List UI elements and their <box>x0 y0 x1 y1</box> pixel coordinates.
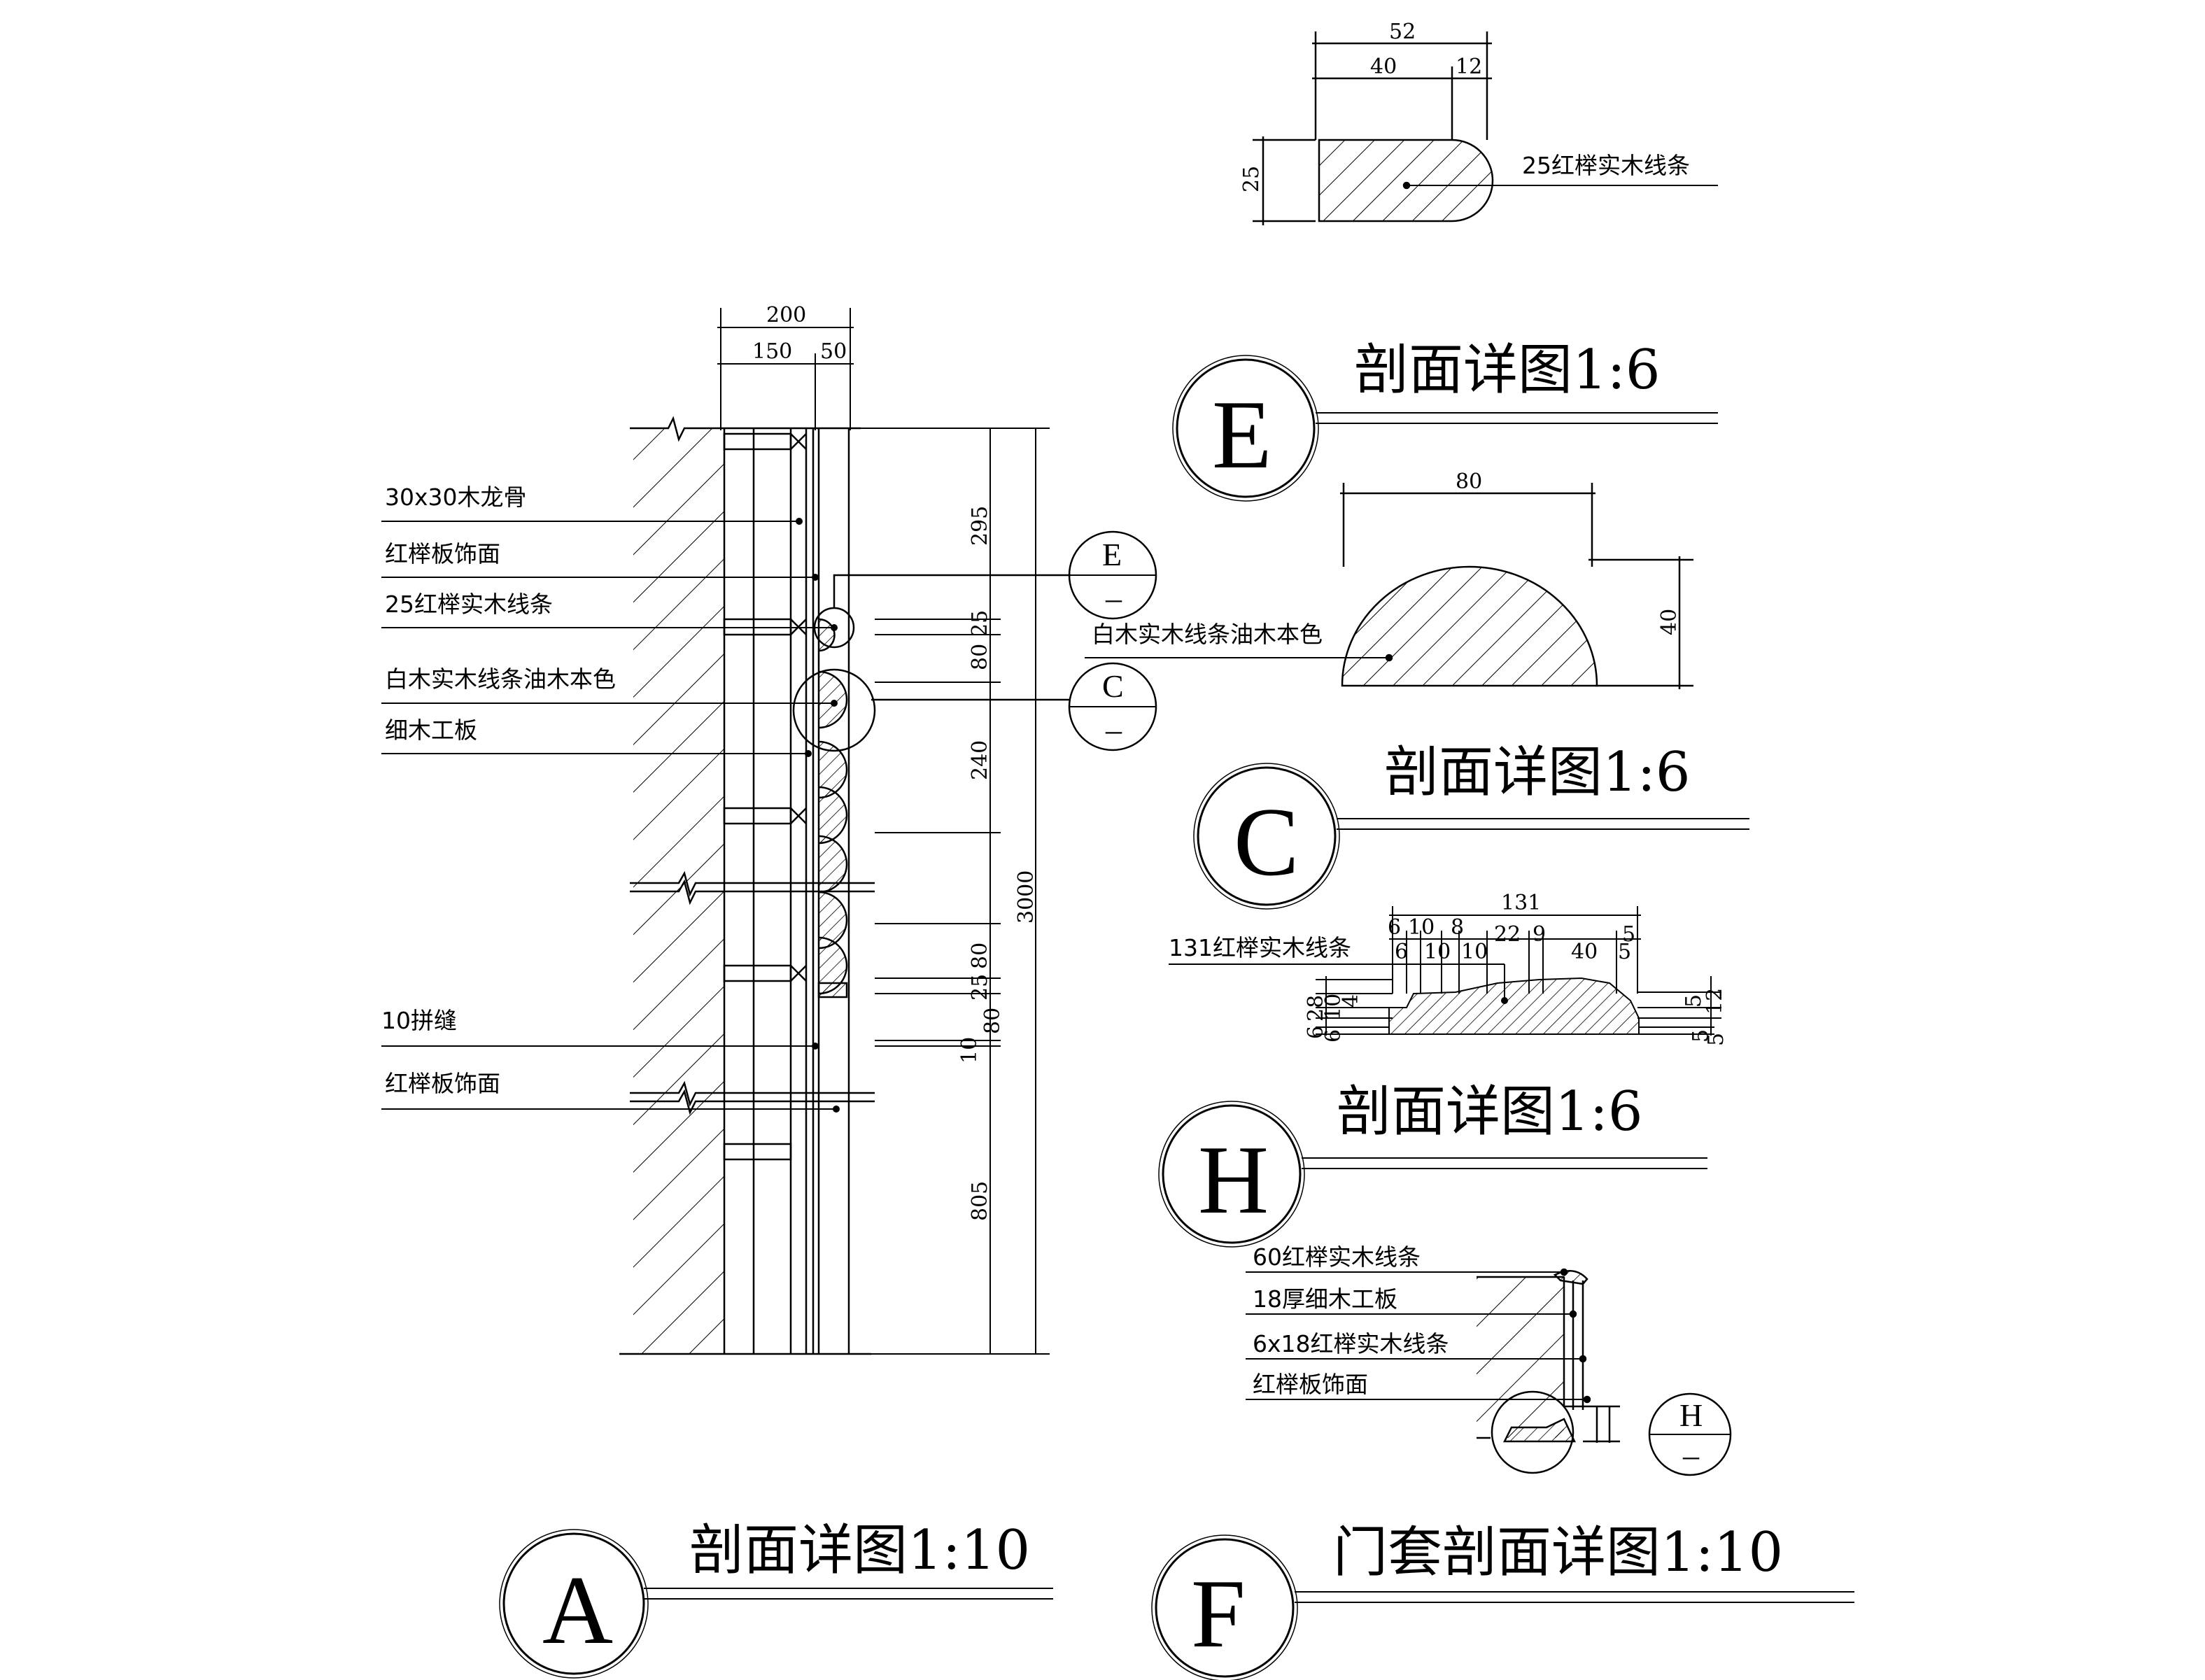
svg-text:12: 12 <box>1703 988 1727 1015</box>
label-c-white-trim: 白木实木线条油木本色 <box>1092 621 1323 648</box>
svg-text:12: 12 <box>1456 55 1482 79</box>
svg-text:C: C <box>1234 788 1299 896</box>
svg-text:–: – <box>1682 1437 1700 1473</box>
svg-text:9: 9 <box>1533 922 1546 947</box>
section-h-top-dims: 131 6 10 8 6 10 10 22 9 40 5 5 <box>1388 891 1635 964</box>
svg-text:25: 25 <box>968 974 992 1001</box>
svg-text:80: 80 <box>980 1008 1005 1034</box>
svg-text:22: 22 <box>1494 922 1521 947</box>
svg-text:10: 10 <box>1461 940 1488 964</box>
section-a-title-block: A 剖面详图1:10 <box>499 1519 1053 1679</box>
svg-text:5: 5 <box>1682 994 1706 1008</box>
svg-text:80: 80 <box>968 644 992 670</box>
svg-text:40: 40 <box>1657 609 1682 635</box>
svg-text:50: 50 <box>820 339 847 364</box>
svg-text:E: E <box>1102 537 1122 572</box>
svg-text:40: 40 <box>1571 940 1598 964</box>
section-a-labels <box>381 518 840 1113</box>
section-a-drawing <box>619 416 1071 1355</box>
label-f-trim-60: 60红榉实木线条 <box>1253 1243 1421 1271</box>
section-h-drawing <box>1169 906 1721 1036</box>
label-white-trim: 白木实木线条油木本色 <box>385 665 616 693</box>
section-e-drawing <box>1253 31 1718 225</box>
label-joint: 10拼缝 <box>381 1007 457 1034</box>
label-h-trim: 131红榉实木线条 <box>1169 934 1351 961</box>
svg-text:52: 52 <box>1389 20 1416 44</box>
label-f-blockboard: 18厚细木工板 <box>1253 1285 1397 1313</box>
svg-text:295: 295 <box>968 506 992 546</box>
callout-c-marker: C – <box>1068 662 1157 751</box>
label-keel: 30x30木龙骨 <box>385 483 527 511</box>
svg-text:5: 5 <box>1622 922 1635 947</box>
svg-text:10: 10 <box>1424 940 1451 964</box>
svg-text:5: 5 <box>1704 1033 1728 1046</box>
callout-h-marker: H – <box>1648 1392 1732 1476</box>
label-trim-25: 25红榉实木线条 <box>385 591 553 618</box>
svg-text:剖面详图1:6: 剖面详图1:6 <box>1384 741 1691 804</box>
section-a-top-dims: 200 150 50 <box>752 303 847 364</box>
section-h-title-block: H 剖面详图1:6 <box>1158 1080 1707 1248</box>
section-a-right-dims: 295 25 80 240 80 25 80 10 805 3000 <box>957 506 1038 1221</box>
svg-text:E: E <box>1212 381 1272 489</box>
svg-text:25: 25 <box>1239 166 1264 192</box>
section-c-title-block: C 剖面详图1:6 <box>1193 741 1749 910</box>
label-f-trim-6x18: 6x18红榉实木线条 <box>1253 1330 1449 1357</box>
svg-text:3000: 3000 <box>1014 870 1038 924</box>
label-e-trim: 25红榉实木线条 <box>1522 152 1690 179</box>
svg-text:240: 240 <box>968 740 992 780</box>
half-round-trims <box>817 618 848 998</box>
svg-text:6: 6 <box>1395 940 1408 964</box>
svg-text:6: 6 <box>1388 915 1401 940</box>
label-blockboard: 细木工板 <box>385 717 477 744</box>
svg-text:H: H <box>1679 1397 1703 1433</box>
svg-text:4: 4 <box>1339 994 1363 1008</box>
svg-text:–: – <box>1105 712 1122 747</box>
svg-text:40: 40 <box>1370 55 1397 79</box>
svg-text:剖面详图1:10: 剖面详图1:10 <box>689 1519 1030 1582</box>
callout-e-marker: E – <box>1068 530 1157 620</box>
section-a-dims <box>717 308 1050 1355</box>
svg-text:C: C <box>1102 668 1124 704</box>
section-h-right-dims: 5 12 5 5 <box>1682 988 1728 1046</box>
svg-text:门套剖面详图1:10: 门套剖面详图1:10 <box>1333 1521 1783 1584</box>
label-f-panel-face: 红榉板饰面 <box>1253 1371 1368 1398</box>
keel-blocks <box>723 432 807 1161</box>
label-panel-face: 红榉板饰面 <box>385 540 500 567</box>
svg-text:H: H <box>1198 1126 1269 1234</box>
svg-text:8: 8 <box>1451 915 1464 940</box>
section-f-drawing <box>1246 1268 1620 1474</box>
svg-text:10: 10 <box>957 1037 982 1064</box>
svg-text:10: 10 <box>1321 994 1346 1020</box>
svg-text:25: 25 <box>968 610 992 637</box>
section-c-drawing <box>1085 483 1693 689</box>
svg-text:A: A <box>542 1556 613 1665</box>
label-panel-face-2: 红榉板饰面 <box>385 1070 500 1097</box>
svg-text:150: 150 <box>752 339 792 364</box>
section-f-title-block: F 门套剖面详图1:10 <box>1151 1521 1854 1680</box>
svg-text:–: – <box>1105 580 1122 616</box>
svg-text:剖面详图1:6: 剖面详图1:6 <box>1354 339 1661 402</box>
svg-text:剖面详图1:6: 剖面详图1:6 <box>1337 1080 1643 1143</box>
svg-text:F: F <box>1191 1560 1246 1668</box>
svg-text:6: 6 <box>1321 1029 1346 1043</box>
svg-text:5: 5 <box>1689 1029 1713 1043</box>
svg-text:200: 200 <box>766 303 806 327</box>
svg-text:6: 6 <box>1304 1026 1328 1039</box>
svg-text:131: 131 <box>1501 891 1541 915</box>
svg-text:80: 80 <box>968 943 992 969</box>
svg-text:80: 80 <box>1456 470 1482 494</box>
svg-text:805: 805 <box>968 1181 992 1221</box>
svg-text:10: 10 <box>1408 915 1435 940</box>
section-h-left-dims: 28 6 10 4 6 <box>1304 994 1363 1043</box>
svg-text:28: 28 <box>1304 995 1328 1022</box>
section-e-title-block: E 剖面详图1:6 <box>1172 339 1718 502</box>
svg-text:5: 5 <box>1618 940 1631 964</box>
